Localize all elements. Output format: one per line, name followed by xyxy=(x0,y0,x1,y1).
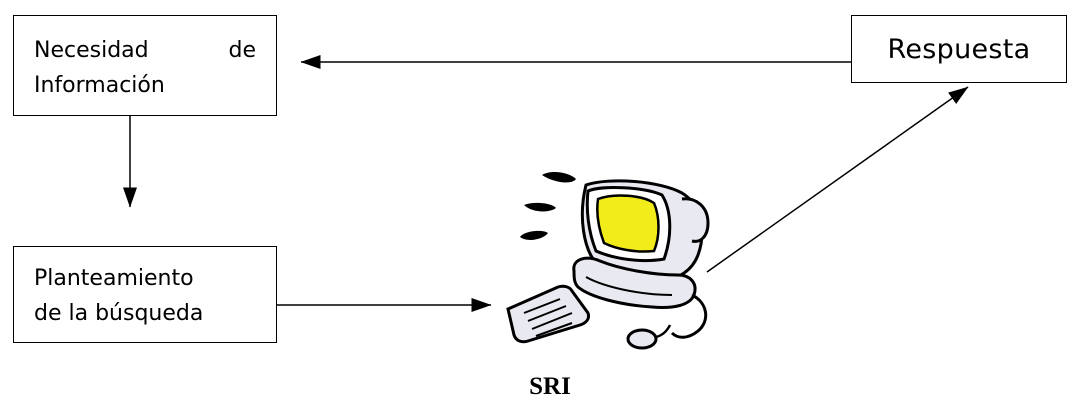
info-need-word-1: Necesidad xyxy=(34,38,149,63)
keyboard-keys xyxy=(523,298,573,337)
response-label: Respuesta xyxy=(887,33,1031,65)
cable xyxy=(670,293,708,339)
node-response: Respuesta xyxy=(851,15,1067,83)
query-line-2: de la búsqueda xyxy=(34,301,204,326)
node-information-need: Necesidad de Información xyxy=(13,15,277,116)
motion-mark-3 xyxy=(520,230,548,240)
monitor-screen xyxy=(596,194,660,253)
motion-mark-2 xyxy=(524,202,556,212)
info-need-word-2: de xyxy=(228,38,257,63)
mouse xyxy=(626,328,658,350)
computer-clipart-icon xyxy=(506,172,710,350)
info-need-line-2: Información xyxy=(34,73,165,98)
monitor-side-knob xyxy=(681,197,710,243)
node-search-query: Planteamiento de la búsqueda xyxy=(13,246,277,343)
arrow-system-to-response xyxy=(706,86,969,273)
mouse-cord xyxy=(655,324,672,339)
node-system-label: SRI xyxy=(529,373,571,400)
base-shading xyxy=(585,276,673,296)
query-line-1: Planteamiento xyxy=(34,266,194,291)
motion-mark-1 xyxy=(542,172,576,183)
